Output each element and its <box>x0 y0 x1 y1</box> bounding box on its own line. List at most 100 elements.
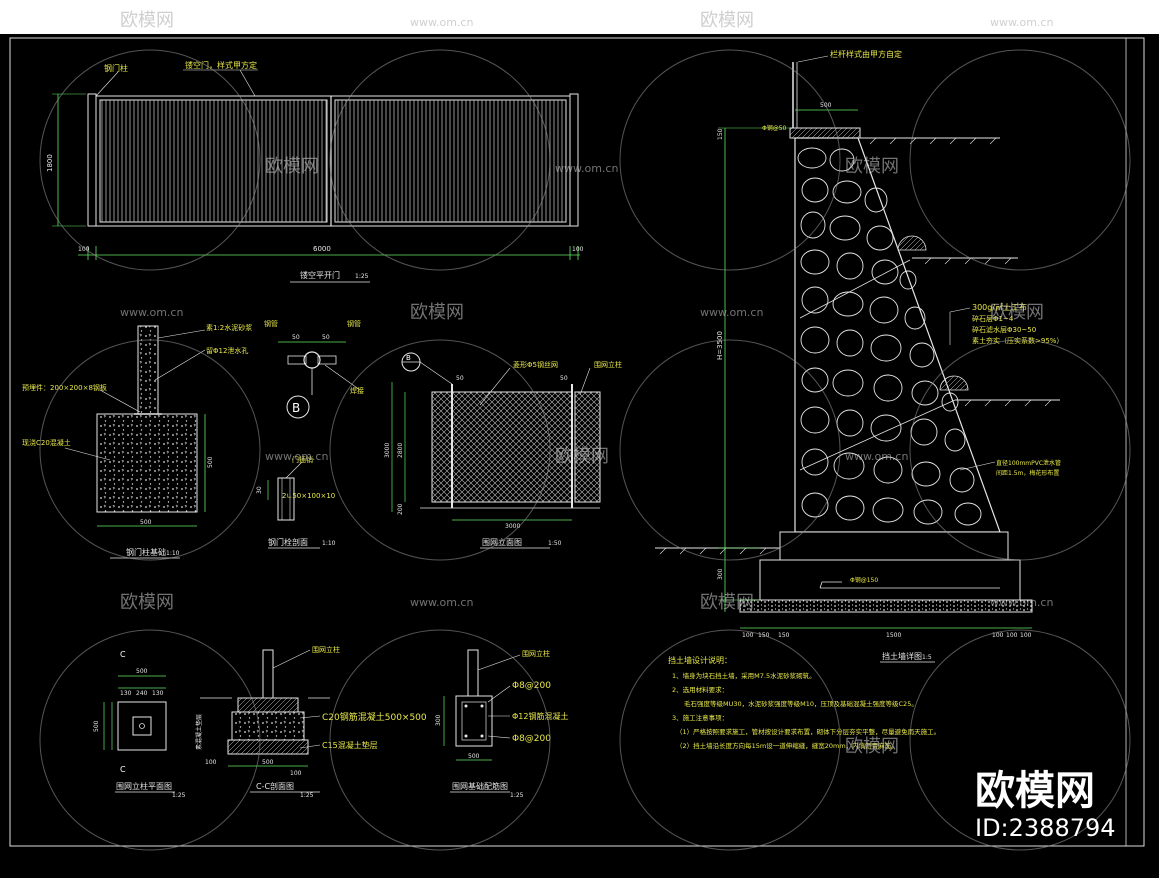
gate-dim-height: 1800 <box>46 154 54 172</box>
detail-b <box>278 341 361 419</box>
wall-layer-3: 碎石滤水层Φ30~50 <box>972 325 1036 334</box>
gate-dim-width: 6000 <box>313 245 331 253</box>
wall-dim-b7: 100 <box>1020 632 1032 639</box>
notes-line-2: 2、选用材料要求： <box>672 685 728 694</box>
watermark-site-6: www.om.cn <box>265 450 328 463</box>
notes-line-4: 3、施工注意事项： <box>672 713 728 722</box>
gate-scale: 1:25 <box>355 273 369 280</box>
section-scale: 1:25 <box>300 792 314 799</box>
base-rebar-side: Φ12钢筋混凝土 <box>512 711 568 721</box>
wall-dim-b5: 100 <box>992 632 1004 639</box>
wall-pvc-spacing: 间距1.5m，梅花形布置 <box>996 469 1059 477</box>
fence-dim-top-right: 50 <box>560 375 568 382</box>
foundation-plate-label: 预埋件：200×200×8钢板 <box>22 383 107 392</box>
watermark-brand-4: 欧模网 <box>845 156 899 177</box>
base-post-label: 围网立柱 <box>522 649 550 658</box>
wall-railing-label: 栏杆样式由甲方自定 <box>830 49 902 59</box>
detail-b-pipe-left: 钢管 <box>264 319 278 328</box>
notes-title: 挡土墙设计说明： <box>668 655 732 665</box>
section-dim-width: 500 <box>262 759 274 766</box>
wall-dim-b1: 100 <box>742 632 754 639</box>
base-rebar-top: Φ8@200 <box>512 681 551 691</box>
foundation-caption: 钢门柱基础 <box>126 547 166 557</box>
gate-dim-left: 100 <box>78 246 90 253</box>
base-dim-height: 300 <box>435 714 442 726</box>
watermark-site-7: www.om.cn <box>845 450 908 463</box>
fence-post-label: 围网立柱 <box>594 360 622 369</box>
watermark-brand-8: 欧模网 <box>120 592 174 613</box>
watermark-brand-1: 欧模网 <box>120 10 174 31</box>
base-rebar-bottom: Φ8@200 <box>512 734 551 744</box>
base-dim-width: 500 <box>468 753 480 760</box>
gate-dim-right: 100 <box>572 246 584 253</box>
wall-pvc-label: 直径100mmPVC泄水管 <box>996 459 1061 467</box>
fence-dim-total: 3000 <box>384 443 391 458</box>
watermarks <box>39 49 1131 851</box>
section-c15-label: C15混凝土垫层 <box>322 740 378 750</box>
watermark-site-3: www.om.cn <box>555 162 618 175</box>
section-left-label: 素混凝土垫层 <box>195 714 203 750</box>
post-plan-marker-top: C <box>120 650 126 659</box>
section-dim-part-1: 100 <box>205 759 217 766</box>
notes-line-6: （2）挡土墙沿长度方向每15m设一道伸缩缝，缝宽20mm，内填沥青麻筋。 <box>676 741 898 750</box>
notes-line-3: 毛石强度等级MU30，水泥砂浆强度等级M10，压顶及基础混凝土强度等级C25。 <box>684 699 918 708</box>
post-foundation <box>64 325 206 559</box>
wall-scale: 1:5 <box>922 654 932 661</box>
watermark-brand-2: 欧模网 <box>700 10 754 31</box>
fence-dim-bottom: 200 <box>397 503 404 515</box>
post-plan-dim-part-3: 130 <box>152 690 164 697</box>
watermark-corner-brand: 欧模网 <box>975 768 1095 814</box>
watermark-brand-6: 欧模网 <box>990 302 1044 323</box>
section-post-label: 围网立柱 <box>312 645 340 654</box>
watermark-corner-id: ID:2388794 <box>975 814 1116 842</box>
watermark-site-1: www.om.cn <box>410 16 473 29</box>
post-plan-dim-part-1: 130 <box>120 690 132 697</box>
watermark-site-5: www.om.cn <box>700 306 763 319</box>
latch-detail <box>267 461 320 549</box>
wall-caption: 挡土墙详图 <box>882 651 922 661</box>
section-dim-part-2: 100 <box>290 770 302 777</box>
wall-dim-base: 300 <box>717 568 724 580</box>
detail-b-marker: B <box>292 401 300 415</box>
gate-caption: 镂空平开门 <box>300 270 340 280</box>
foundation-concrete-label: 现浇C20混凝土 <box>22 438 71 447</box>
fence-dim-width: 3000 <box>505 523 520 530</box>
watermark-site-2: www.om.cn <box>990 16 1053 29</box>
detail-b-dim-right: 50 <box>322 334 330 341</box>
fence-scale: 1:50 <box>548 540 562 547</box>
watermark-brand-7: 欧模网 <box>555 446 609 467</box>
latch-angle-label: 2∟50×100×10 <box>282 492 335 500</box>
foundation-scale: 1:10 <box>166 550 180 557</box>
wall-layer-1: 300g/㎡土工布 <box>972 302 1027 312</box>
retaining-wall <box>655 55 1060 663</box>
wall-dim-b6: 100 <box>1006 632 1018 639</box>
post-plan-dim-part-2: 240 <box>136 690 148 697</box>
top-band <box>0 0 1159 34</box>
section-caption: C-C剖面图 <box>256 781 294 791</box>
latch-top-label: 门插销 <box>292 455 313 464</box>
post-plan <box>103 675 175 793</box>
foundation-mortar-label: 素1:2水泥砂浆 <box>206 323 252 332</box>
sheet-border <box>9 37 1145 847</box>
fence-base <box>443 649 521 793</box>
notes-line-5: （1）严格按照要求施工，管材按设计要求布置，砌体下分层夯实平整，尽量避免雨天施工… <box>676 727 940 736</box>
wall-drain-bottom: Φ钢@150 <box>850 576 878 584</box>
watermark-site-4: www.om.cn <box>120 306 183 319</box>
post-plan-caption: 围网立柱平面图 <box>116 781 172 791</box>
notes-line-1: 1、墙身为块石挡土墙，采用M7.5水泥砂浆砌筑。 <box>672 671 816 680</box>
gate-style-label: 镂空门，样式甲方定 <box>185 60 257 70</box>
post-plan-scale: 1:25 <box>172 792 186 799</box>
base-caption: 围网基础配筋图 <box>452 781 508 791</box>
fence-dim-top-left: 50 <box>456 375 464 382</box>
watermark-brand-10: 欧模网 <box>845 736 899 757</box>
wall-dim-b4: 1500 <box>886 632 901 639</box>
latch-scale: 1:10 <box>322 540 336 547</box>
foundation-dim-height: 500 <box>207 456 214 468</box>
latch-caption: 钢门栓剖面 <box>268 537 308 547</box>
foundation-drain-label: 留Φ12泄水孔 <box>206 346 248 355</box>
base-scale: 1:25 <box>510 792 524 799</box>
fence-marker: B <box>406 354 411 362</box>
fence-mesh-label: 菱形Φ5钢丝网 <box>513 360 558 369</box>
detail-b-weld: 焊接 <box>350 386 364 395</box>
